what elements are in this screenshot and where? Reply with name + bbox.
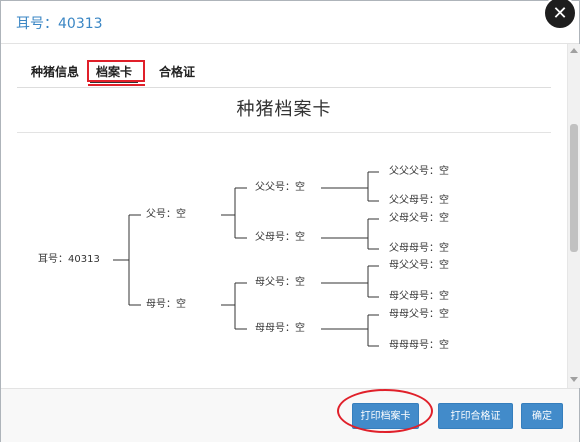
dialog-content: 种猪信息 档案卡 合格证 种猪档案卡 [1, 44, 567, 388]
dialog-title-bar: 耳号：40313 [1, 1, 579, 44]
close-icon[interactable]: ✕ [543, 0, 577, 30]
annotation-underline [88, 84, 145, 86]
dialog-title: 耳号：40313 [16, 16, 103, 32]
pedigree-dam-sire: 母父号：空 [255, 277, 305, 288]
pedigree-sdd: 父母母号：空 [389, 243, 449, 254]
tab-breeder-info[interactable]: 种猪信息 [31, 65, 80, 79]
scroll-up-arrow-icon[interactable] [570, 48, 578, 53]
pedigree-dds: 母母父号：空 [389, 309, 449, 320]
pedigree-sds: 父母父号：空 [389, 213, 449, 224]
vertical-scrollbar[interactable] [567, 44, 580, 388]
tab-certificate[interactable]: 合格证 [159, 65, 196, 79]
tab-bar: 种猪信息 档案卡 合格证 [17, 59, 551, 88]
pedigree-sire: 父号：空 [146, 209, 186, 220]
pedigree-dsd: 母父母号：空 [389, 291, 449, 302]
card-title: 种猪档案卡 [17, 87, 551, 133]
pedigree-dam-dam: 母母号：空 [255, 323, 305, 334]
scroll-down-arrow-icon[interactable] [570, 377, 578, 382]
pedigree-tree-lines [113, 171, 379, 347]
pedigree-root: 耳号：40313 [38, 254, 100, 265]
pedigree-dss: 母父父号：空 [389, 260, 449, 271]
pedigree-dam: 母号：空 [146, 299, 186, 310]
pedigree-ssd: 父父母号：空 [389, 195, 449, 206]
pedigree-sire-dam: 父母号：空 [255, 232, 305, 243]
print-certificate-button[interactable]: 打印合格证 [438, 403, 513, 429]
tab-archive-card[interactable]: 档案卡 [89, 65, 139, 83]
pedigree-sss: 父父父号：空 [389, 166, 449, 177]
dialog-footer: 打印档案卡 打印合格证 确定 [1, 388, 579, 442]
pedigree-sire-sire: 父父号：空 [255, 182, 305, 193]
scroll-thumb[interactable] [570, 124, 578, 252]
confirm-button[interactable]: 确定 [521, 403, 563, 429]
annotation-highlight-box [87, 60, 145, 82]
print-archive-card-button[interactable]: 打印档案卡 [352, 403, 419, 429]
pedigree-ddd: 母母母号：空 [389, 340, 449, 351]
